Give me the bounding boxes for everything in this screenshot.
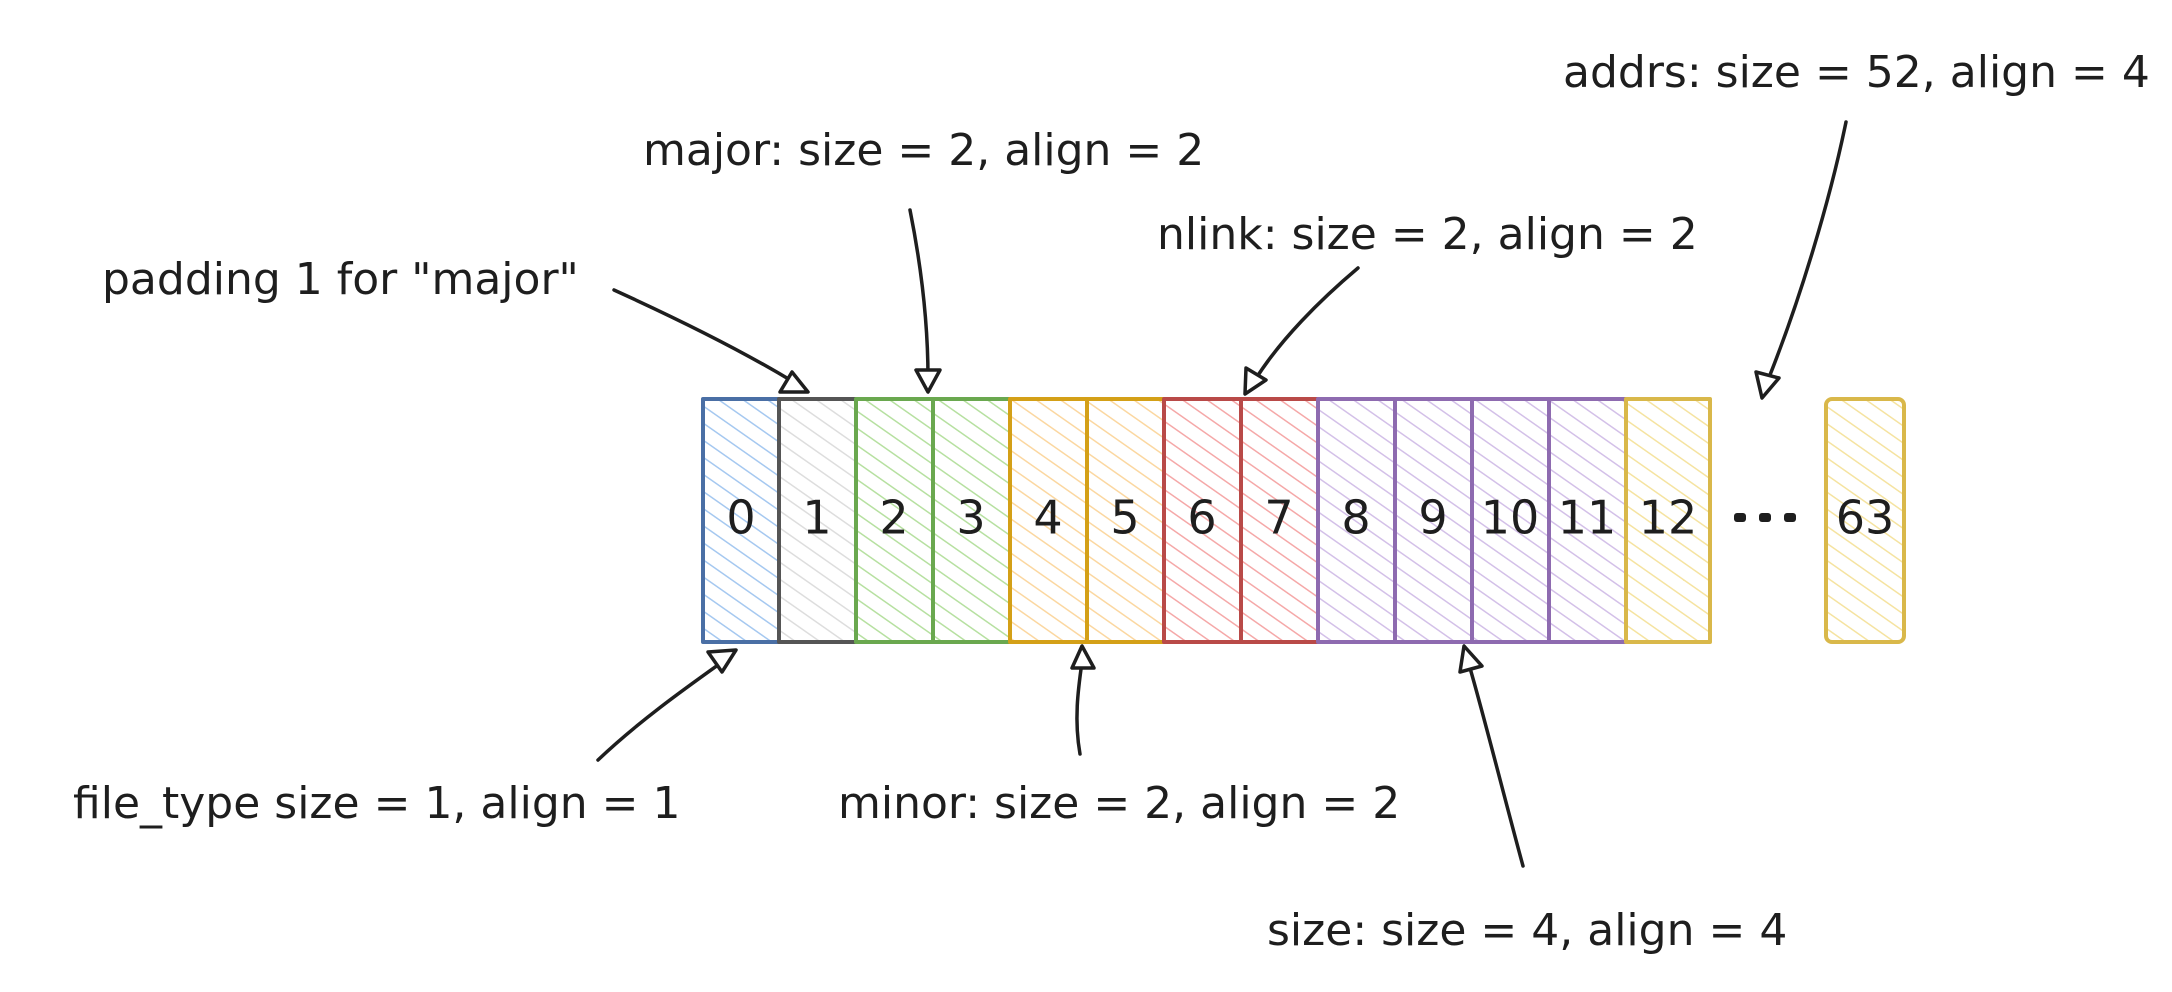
cell-6: 6	[1162, 397, 1243, 644]
cell-0-label: 0	[726, 491, 755, 545]
label-padding: padding 1 for "major"	[102, 254, 579, 305]
cell-5: 5	[1085, 397, 1166, 644]
cell-5-label: 5	[1110, 491, 1139, 545]
byte-cells: 0 1 2 3 4 5 6 7	[701, 397, 1906, 644]
cell-10-label: 10	[1481, 491, 1540, 545]
cell-12: 12	[1624, 397, 1712, 644]
cell-63: 63	[1824, 397, 1906, 644]
cell-12-label: 12	[1639, 491, 1698, 545]
ellipsis-dot-1	[1734, 513, 1746, 522]
cell-3-label: 3	[956, 491, 985, 545]
label-addrs: addrs: size = 52, align = 4	[1563, 47, 2150, 98]
label-minor: minor: size = 2, align = 2	[838, 778, 1400, 829]
ellipsis	[1734, 513, 1796, 522]
cell-2: 2	[854, 397, 935, 644]
cell-6-label: 6	[1187, 491, 1216, 545]
cell-9: 9	[1393, 397, 1474, 644]
arrows	[596, 120, 1848, 868]
ellipsis-dot-3	[1784, 513, 1796, 522]
arrow-file-type	[596, 648, 738, 762]
arrow-addrs	[1754, 120, 1848, 400]
cell-11: 11	[1547, 397, 1628, 644]
cell-2-label: 2	[879, 491, 908, 545]
arrow-major	[908, 208, 942, 394]
label-size: size: size = 4, align = 4	[1267, 905, 1787, 956]
field-labels: addrs: size = 52, align = 4 major: size …	[73, 47, 2150, 956]
cell-1: 1	[777, 397, 858, 644]
cell-8-label: 8	[1341, 491, 1370, 545]
label-nlink: nlink: size = 2, align = 2	[1157, 209, 1698, 260]
cell-9-label: 9	[1418, 491, 1447, 545]
cell-63-label: 63	[1836, 491, 1895, 545]
cell-4-label: 4	[1033, 491, 1062, 545]
cell-3: 3	[931, 397, 1012, 644]
cell-4: 4	[1008, 397, 1089, 644]
cell-8: 8	[1316, 397, 1397, 644]
cell-10: 10	[1470, 397, 1551, 644]
arrow-minor	[1070, 644, 1096, 756]
arrow-size	[1458, 644, 1525, 868]
ellipsis-dot-2	[1759, 513, 1771, 522]
arrow-padding	[612, 288, 810, 394]
cell-11-label: 11	[1558, 491, 1617, 545]
label-file-type: file_type size = 1, align = 1	[73, 778, 680, 829]
cell-7: 7	[1239, 397, 1320, 644]
cell-0: 0	[701, 397, 781, 644]
cell-1-label: 1	[802, 491, 831, 545]
cell-7-label: 7	[1264, 491, 1293, 545]
label-major: major: size = 2, align = 2	[643, 125, 1204, 176]
arrow-nlink	[1243, 266, 1360, 396]
